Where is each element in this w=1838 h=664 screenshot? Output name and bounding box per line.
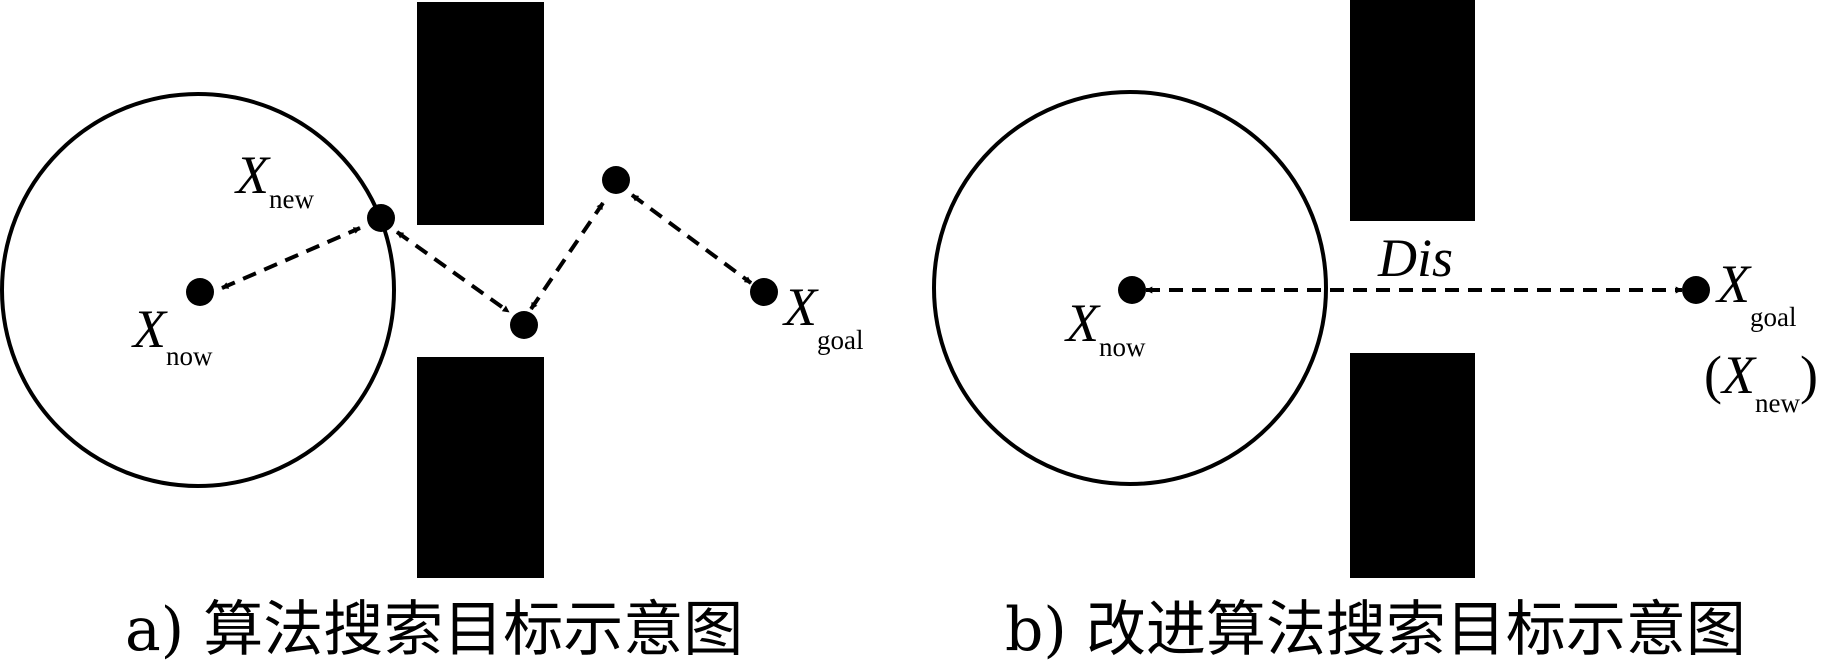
node-x-new-a <box>367 204 395 232</box>
search-radius-circle-a <box>0 92 396 488</box>
label-x-now-b: Xnow <box>1064 293 1146 362</box>
node-peak-a <box>602 166 630 194</box>
node-x-now-b <box>1118 276 1146 304</box>
obstacle-bottom-a <box>417 357 544 578</box>
caption-b: b) 改进算法搜索目标示意图 <box>1005 595 1746 664</box>
panel-a: Xnew Xnow Xgoal a) 算法搜索目标示意图 <box>0 2 864 664</box>
obstacle-top-a <box>417 2 544 225</box>
path-segment-a4 <box>630 193 753 285</box>
path-segment-a1 <box>221 226 361 290</box>
label-x-new-paren-b: (Xnew) <box>1704 345 1818 418</box>
node-x-goal-b <box>1682 276 1710 304</box>
obstacle-top-b <box>1350 0 1475 221</box>
label-x-goal-b: Xgoal <box>1715 254 1797 332</box>
panel-b: Dis Xnow Xgoal (Xnew) b) 改进算法搜索目标示意图 <box>932 0 1818 664</box>
node-x-goal-a <box>750 278 778 306</box>
path-segment-a2 <box>395 230 511 314</box>
caption-a: a) 算法搜索目标示意图 <box>125 595 743 664</box>
node-mid-a <box>510 311 538 339</box>
label-dis-b: Dis <box>1377 228 1453 288</box>
label-x-new-a: Xnew <box>234 145 314 214</box>
obstacle-bottom-b <box>1350 353 1475 578</box>
label-x-now-a: Xnow <box>131 299 213 371</box>
node-x-now-a <box>186 278 214 306</box>
label-x-goal-a: Xgoal <box>782 277 864 355</box>
